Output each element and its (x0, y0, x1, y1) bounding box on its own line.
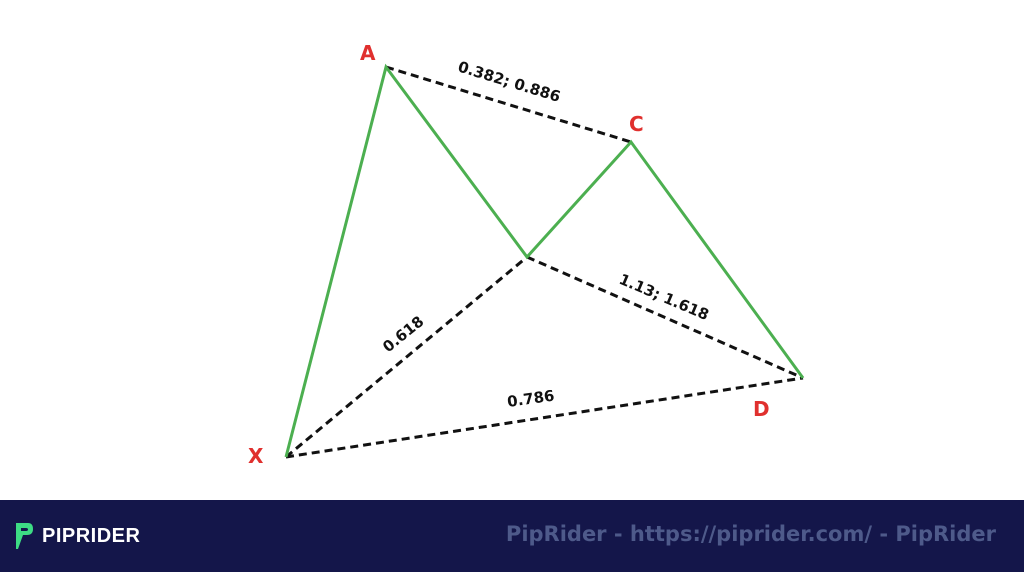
pattern-legs (284, 63, 805, 458)
ratio-line-xb (285, 255, 528, 459)
ratio-label-xb: 0.618 (379, 312, 427, 356)
footer-bar: PIPRIDER PipRider - https://piprider.com… (0, 500, 1024, 572)
piprider-logo-icon (16, 523, 33, 549)
ratio-line-bd (526, 255, 804, 380)
brand-name: PIPRIDER (42, 524, 141, 547)
point-label-a: A (360, 41, 376, 65)
ratio-line-ac (385, 65, 632, 144)
point-label-c: C (629, 112, 644, 136)
ratio-line-xd (285, 376, 804, 459)
site-watermark: PipRider - https://piprider.com/ - PipRi… (505, 522, 996, 546)
point-label-x: X (248, 444, 264, 468)
point-label-d: D (753, 397, 770, 421)
harmonic-pattern-diagram: X A C D 0.382; 0.886 0.618 1.13; 1.618 0… (248, 41, 805, 468)
ratio-label-xd: 0.786 (506, 387, 555, 411)
brand-logo[interactable]: PIPRIDER (14, 518, 140, 554)
ratio-label-ac: 0.382; 0.886 (456, 58, 563, 106)
